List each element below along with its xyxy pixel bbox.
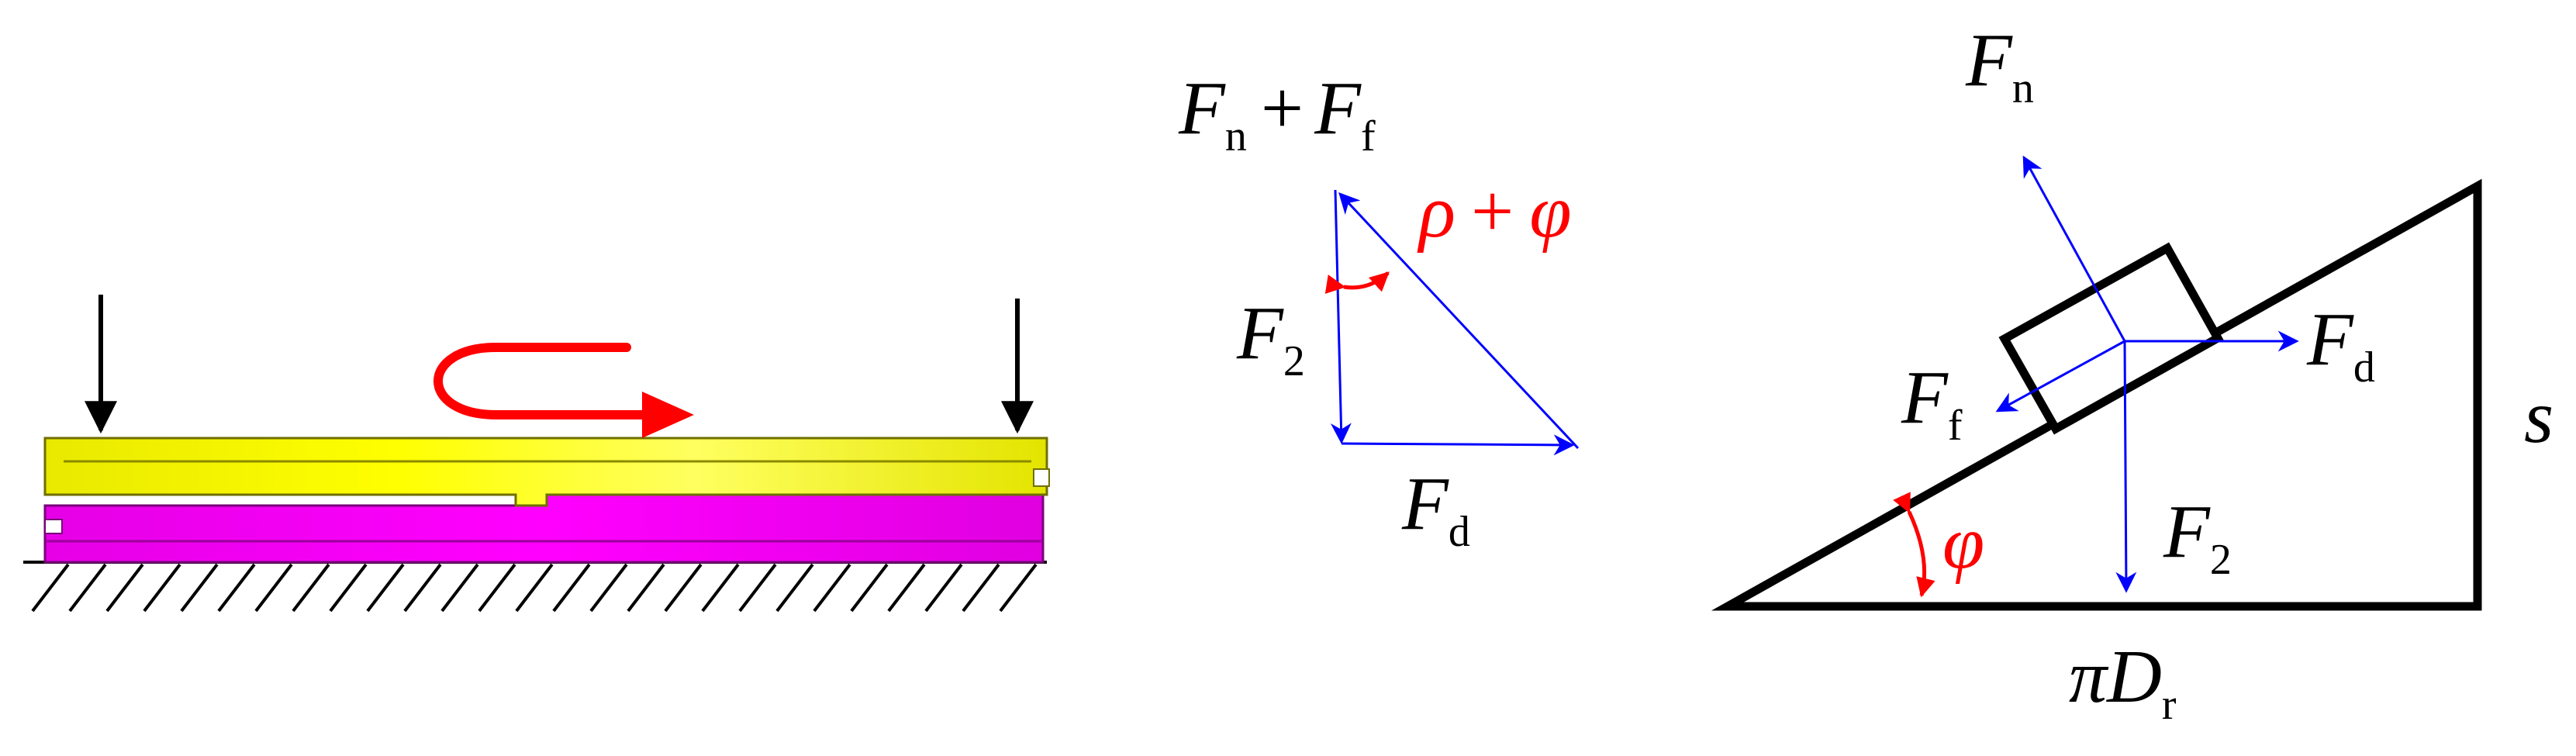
force-horizontal-vector: [1341, 434, 1575, 456]
horizontal-force-label: Fd: [1401, 462, 1470, 556]
normal-force-label: Fn: [1965, 19, 2034, 112]
friction-force-vector: [1995, 340, 2125, 413]
force-triangle: Fn+Ff ρ+φ F2 Fd: [1178, 67, 1580, 556]
angle-arc-indicator: [1324, 271, 1390, 294]
height-label: s: [2524, 375, 2554, 459]
hypotenuse-label: Fn+Ff: [1178, 67, 1376, 161]
load-force-vector: [2115, 340, 2137, 593]
incline-angle-label: φ: [1942, 501, 1984, 585]
load-force-label: F2: [2163, 490, 2232, 584]
plate-stack-drawing: [23, 295, 1050, 613]
incline-angle-arc: [1893, 492, 1935, 598]
ground-hatching: [23, 561, 1047, 613]
angle-sum-label: ρ+φ: [1417, 170, 1572, 254]
top-plate: [43, 437, 1050, 507]
base-label: πDr: [2069, 635, 2177, 729]
incline-diagram: Fn Fd Ff F2 φ s πDr: [1711, 19, 2554, 729]
friction-force-label: Ff: [1901, 356, 1963, 450]
rotation-arrow: [433, 343, 694, 438]
force-hypotenuse-vector: [1338, 192, 1580, 450]
vertical-force-label: F2: [1236, 292, 1305, 385]
sliding-block: [1998, 242, 2224, 435]
force-vertical-vector: [1330, 189, 1352, 444]
drive-force-label: Fd: [2306, 298, 2375, 392]
normal-force-vector: [2022, 155, 2126, 342]
